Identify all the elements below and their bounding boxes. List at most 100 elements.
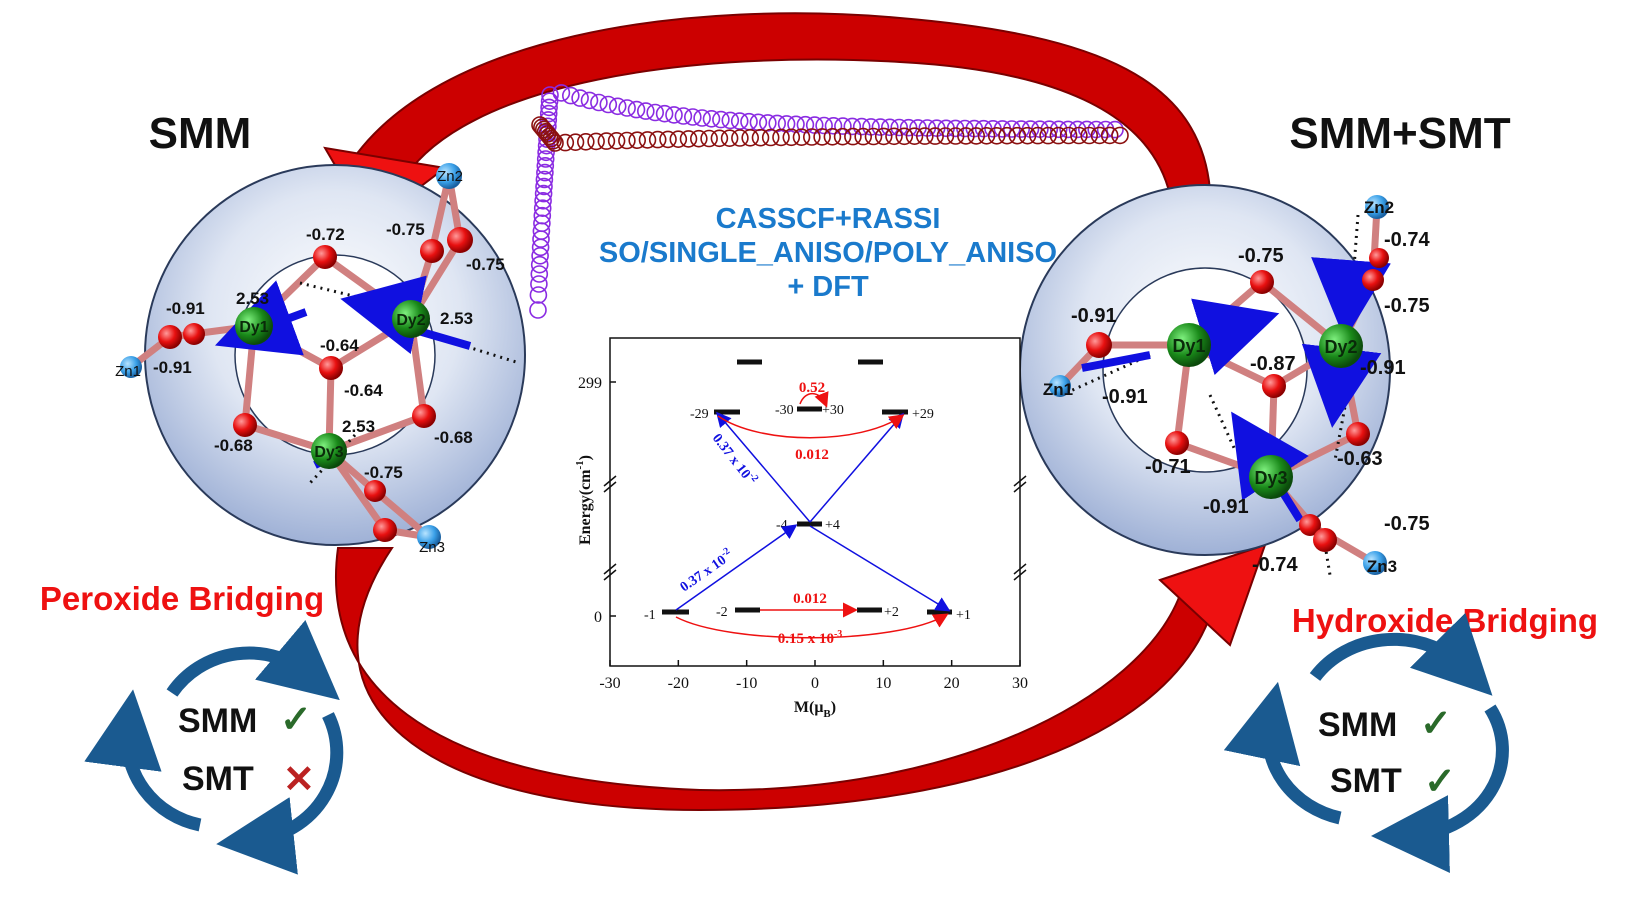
data-marker — [885, 127, 903, 146]
data-marker — [587, 132, 605, 151]
left-label-a: -0.72 — [306, 225, 345, 244]
data-marker — [561, 86, 580, 105]
right-dy1-label: Dy1 — [1172, 336, 1205, 356]
xlabel-end: ) — [831, 699, 836, 716]
right-label-d: -0.91 — [1071, 305, 1117, 327]
axis-break-marks — [603, 475, 1027, 581]
blue-transitions — [675, 411, 951, 612]
left-dy1-label: Dy1 — [239, 319, 268, 336]
data-marker — [1080, 126, 1098, 145]
state-m30: -30 — [775, 403, 794, 418]
left-label-g: -0.91 — [153, 358, 192, 377]
data-marker — [571, 89, 589, 107]
data-marker — [689, 129, 708, 148]
data-marker — [1100, 126, 1119, 145]
state-p2: +2 — [884, 605, 899, 620]
state-p30: +30 — [822, 403, 844, 418]
data-marker — [638, 131, 657, 149]
left-charge-labels: -0.72 -0.75 -0.75 2.53 2.53 -0.91 -0.91 … — [153, 220, 505, 482]
data-marker — [890, 118, 909, 137]
data-marker — [823, 128, 842, 146]
data-marker — [741, 129, 760, 147]
left-cycle-smm: SMM — [178, 702, 257, 740]
data-marker — [905, 127, 924, 145]
right-dy2-label: Dy2 — [1324, 337, 1357, 357]
data-marker — [534, 184, 553, 203]
right-label-b: -0.74 — [1384, 229, 1430, 251]
state-p29: +29 — [912, 407, 934, 422]
right-zn2-label: Zn2 — [1364, 198, 1394, 217]
data-marker — [987, 127, 1006, 145]
data-marker — [530, 275, 548, 293]
data-marker — [1070, 126, 1088, 145]
top-tunnel-rate: 0.52 — [799, 380, 825, 396]
right-zn1-label: Zn1 — [1043, 380, 1073, 399]
data-marker — [977, 127, 996, 145]
data-marker — [540, 98, 558, 117]
right-label-k: -0.75 — [1384, 513, 1430, 535]
top-red-rate: 0.012 — [795, 447, 829, 463]
x-tick-label: -20 — [668, 675, 689, 692]
right-label-l: -0.74 — [1252, 554, 1298, 576]
data-marker — [852, 117, 871, 136]
right-molecule — [1019, 184, 1391, 576]
data-marker — [597, 132, 616, 150]
left-dy3-label: Dy3 — [314, 444, 343, 461]
data-marker — [758, 114, 777, 132]
data-marker — [1018, 126, 1037, 145]
data-marker — [874, 127, 893, 146]
data-marker — [534, 192, 552, 210]
right-cycle — [1223, 612, 1509, 874]
left-cycle-smt: SMT — [182, 760, 254, 798]
data-marker — [608, 97, 627, 116]
data-marker — [957, 127, 975, 145]
data-marker — [700, 129, 718, 148]
right-label-e: -0.87 — [1250, 353, 1296, 375]
data-marker — [813, 128, 831, 146]
state-p1: +1 — [956, 608, 971, 623]
data-marker — [1029, 126, 1047, 145]
right-cycle-smm: SMM — [1318, 706, 1397, 744]
data-marker — [618, 99, 636, 117]
state-m29: -29 — [690, 407, 709, 422]
data-marker — [871, 118, 890, 136]
state-m2: -2 — [716, 605, 728, 620]
left-label-j: 2.53 — [342, 417, 375, 436]
data-marker — [535, 170, 554, 189]
data-marker — [805, 116, 824, 134]
data-marker — [761, 128, 780, 147]
data-marker — [648, 130, 667, 149]
data-marker — [844, 127, 862, 146]
left-label-b: -0.75 — [386, 220, 425, 239]
data-marker — [833, 127, 852, 146]
left-dy2-label: Dy2 — [396, 312, 425, 329]
data-marker — [533, 199, 552, 217]
right-label-i: -0.63 — [1337, 448, 1383, 470]
ylabel-sup: -1 — [574, 460, 586, 469]
left-cycle-smt-cross: ✕ — [283, 759, 315, 801]
methods-line-1: CASSCF+RASSI — [716, 203, 941, 235]
right-label-j: -0.91 — [1203, 496, 1249, 518]
data-marker — [1090, 126, 1109, 145]
data-marker — [540, 127, 559, 146]
data-marker — [529, 286, 548, 304]
x-tick-label: -10 — [736, 675, 757, 692]
data-marker — [772, 128, 790, 147]
state-m4: -4 — [776, 518, 788, 533]
right-label-h: -0.71 — [1145, 456, 1191, 478]
data-marker — [843, 117, 862, 136]
data-marker — [607, 132, 626, 150]
data-marker — [936, 127, 955, 145]
data-marker — [628, 131, 647, 149]
left-label-m: -0.75 — [364, 463, 403, 482]
data-marker — [854, 127, 873, 146]
data-marker — [655, 104, 674, 123]
left-cycle-smm-check: ✓ — [280, 699, 312, 741]
red-transitions — [675, 391, 949, 639]
right-bridging-label: Hydroxide Bridging — [1292, 602, 1598, 639]
data-marker — [546, 134, 564, 152]
y-axis-label: Energy(cm-1) — [574, 455, 594, 545]
red-transition-labels: 0.52 0.012 0.012 0.15 x 10-3 — [778, 380, 843, 647]
data-marker — [636, 102, 655, 120]
